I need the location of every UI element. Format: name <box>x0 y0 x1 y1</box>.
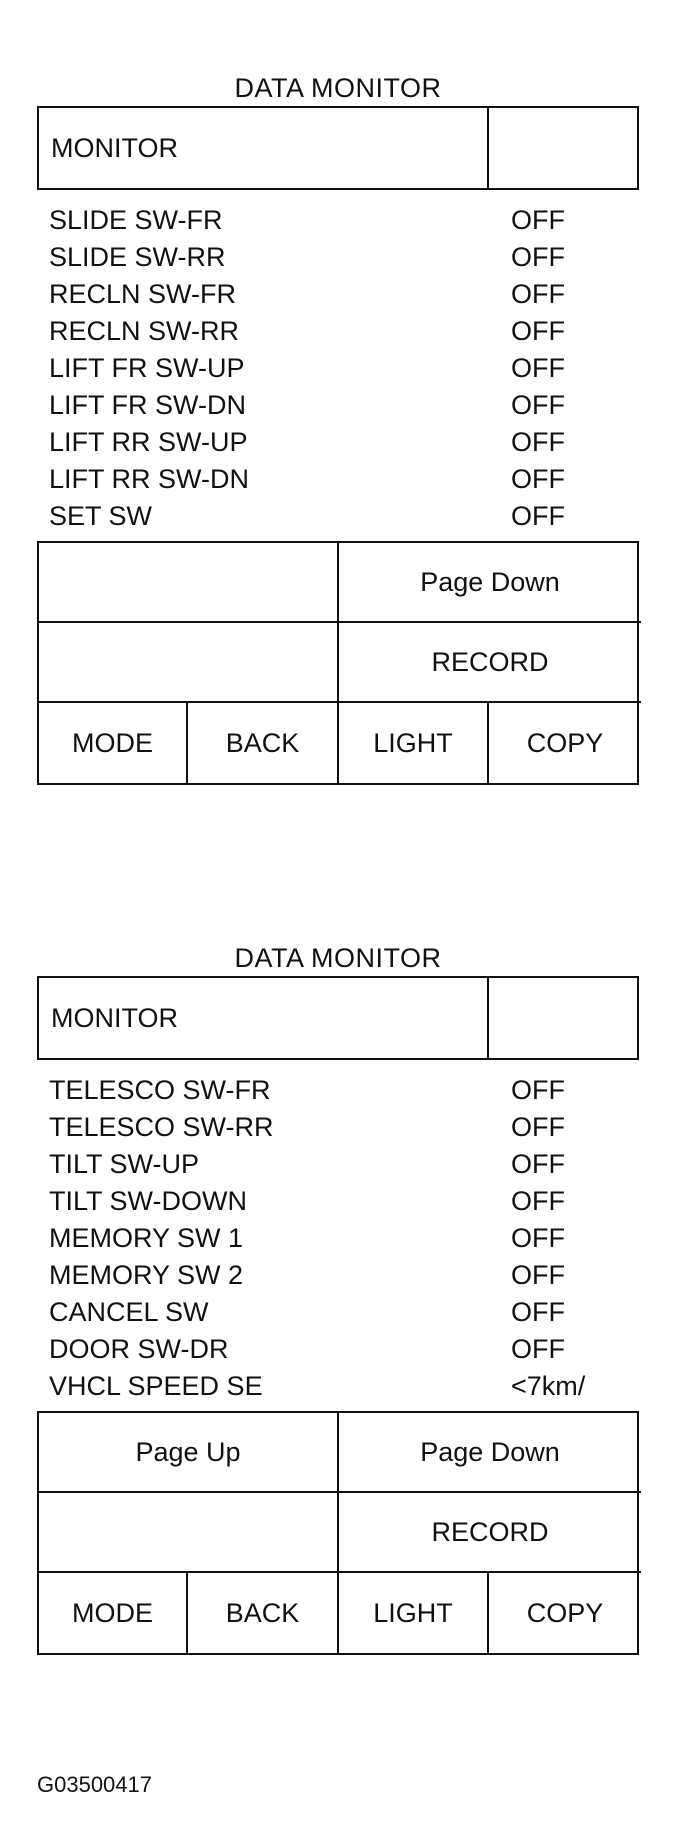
monitor-item-value: OFF <box>511 1223 565 1253</box>
empty-button-slot <box>39 1493 339 1573</box>
monitor-item-value: OFF <box>511 1186 565 1216</box>
light-button[interactable]: LIGHT <box>339 703 489 783</box>
empty-button-slot <box>39 623 339 703</box>
monitor-header-empty-cell <box>489 978 637 1058</box>
monitor-item-value: OFF <box>511 1334 565 1364</box>
monitor-item-name: SLIDE SW-RR <box>49 242 226 272</box>
monitor-item-row: RECLN SW-RR OFF <box>37 313 639 350</box>
page-down-button[interactable]: Page Down <box>339 543 641 623</box>
record-button[interactable]: RECORD <box>339 623 641 703</box>
monitor-item-value: OFF <box>511 353 565 383</box>
monitor-item-row: MEMORY SW 1 OFF <box>37 1220 639 1257</box>
button-panel: Page Up Page Down RECORD MODE BACK LIGHT… <box>37 1411 641 1655</box>
monitor-item-value: <7km/ <box>511 1371 586 1401</box>
monitor-item-row: SET SW OFF <box>37 498 639 535</box>
monitor-item-value: OFF <box>511 390 565 420</box>
screen-title: DATA MONITOR <box>234 73 442 103</box>
monitor-item-name: LIFT FR SW-DN <box>49 390 247 420</box>
monitor-header: MONITOR <box>37 106 639 190</box>
monitor-item-row: LIFT FR SW-DN OFF <box>37 387 639 424</box>
copy-button[interactable]: COPY <box>526 727 604 758</box>
monitor-item-row: TELESCO SW-RR OFF <box>37 1109 639 1146</box>
monitor-item-name: SET SW <box>49 501 153 531</box>
monitor-item-row: SLIDE SW-RR OFF <box>37 239 639 276</box>
button-panel: Page Down RECORD MODE BACK LIGHT COPY <box>37 541 641 785</box>
monitor-item-name: RECLN SW-RR <box>49 316 240 346</box>
monitor-item-value: OFF <box>511 242 565 272</box>
monitor-item-row: LIFT RR SW-UP OFF <box>37 424 639 461</box>
record-button[interactable]: RECORD <box>339 1493 641 1573</box>
back-button[interactable]: BACK <box>188 1573 339 1653</box>
monitor-item-name: CANCEL SW <box>49 1297 209 1327</box>
monitor-item-value: OFF <box>511 1260 565 1290</box>
monitor-item-value: OFF <box>511 1297 565 1327</box>
monitor-item-name: DOOR SW-DR <box>49 1334 229 1364</box>
monitor-header-label: MONITOR <box>39 108 489 188</box>
monitor-item-name: TILT SW-UP <box>49 1149 200 1179</box>
monitor-item-row: MEMORY SW 2 OFF <box>37 1257 639 1294</box>
monitor-item-value: OFF <box>511 1112 565 1142</box>
monitor-item-name: LIFT FR SW-UP <box>49 353 245 383</box>
monitor-item-row: CANCEL SW OFF <box>37 1294 639 1331</box>
monitor-item-row: TILT SW-UP OFF <box>37 1146 639 1183</box>
monitor-item-row: TELESCO SW-FR OFF <box>37 1072 639 1109</box>
monitor-item-value: OFF <box>511 279 565 309</box>
monitor-item-row: VHCL SPEED SE <7km/ <box>37 1368 639 1405</box>
monitor-header: MONITOR <box>37 976 639 1060</box>
page-down-button[interactable]: Page Down <box>339 1413 641 1493</box>
mode-button[interactable]: MODE <box>39 1573 188 1653</box>
page-up-button <box>39 543 339 623</box>
data-monitor-screen-2: DATA MONITOR MONITOR TELESCO SW-FR OFF T… <box>37 940 641 1655</box>
monitor-item-value: OFF <box>511 316 565 346</box>
light-button[interactable]: LIGHT <box>339 1573 489 1653</box>
monitor-item-row: LIFT FR SW-UP OFF <box>37 350 639 387</box>
monitor-item-list: TELESCO SW-FR OFF TELESCO SW-RR OFF TILT… <box>37 1060 639 1411</box>
data-monitor-screen-1: DATA MONITOR MONITOR SLIDE SW-FR OFF SLI… <box>37 70 641 785</box>
monitor-item-name: MEMORY SW 1 <box>49 1223 244 1253</box>
monitor-item-value: OFF <box>511 205 565 235</box>
monitor-item-name: TELESCO SW-RR <box>49 1112 274 1142</box>
monitor-item-value: OFF <box>511 1075 565 1105</box>
monitor-header-label: MONITOR <box>39 978 489 1058</box>
monitor-item-name: MEMORY SW 2 <box>49 1260 244 1290</box>
monitor-item-row: SLIDE SW-FR OFF <box>37 202 639 239</box>
figure-code: G03500417 <box>37 1772 152 1797</box>
monitor-item-row: RECLN SW-FR OFF <box>37 276 639 313</box>
screen-title: DATA MONITOR <box>234 943 442 973</box>
monitor-item-value: OFF <box>511 464 565 494</box>
monitor-item-name: LIFT RR SW-UP <box>49 427 248 457</box>
monitor-item-name: LIFT RR SW-DN <box>49 464 250 494</box>
page-up-button[interactable]: Page Up <box>39 1413 339 1493</box>
mode-button[interactable]: MODE <box>39 703 188 783</box>
monitor-item-list: SLIDE SW-FR OFF SLIDE SW-RR OFF RECLN SW… <box>37 190 639 541</box>
monitor-item-value: OFF <box>511 427 565 457</box>
monitor-item-name: TILT SW-DOWN <box>49 1186 247 1216</box>
monitor-item-row: TILT SW-DOWN OFF <box>37 1183 639 1220</box>
monitor-item-value: OFF <box>511 1149 565 1179</box>
monitor-header-empty-cell <box>489 108 637 188</box>
monitor-item-name: SLIDE SW-FR <box>49 205 223 235</box>
monitor-item-value: OFF <box>511 501 565 531</box>
monitor-item-row: DOOR SW-DR OFF <box>37 1331 639 1368</box>
monitor-item-name: VHCL SPEED SE <box>49 1371 263 1401</box>
copy-button[interactable]: COPY <box>526 1597 604 1628</box>
monitor-item-row: LIFT RR SW-DN OFF <box>37 461 639 498</box>
monitor-item-name: TELESCO SW-FR <box>49 1075 271 1105</box>
monitor-item-name: RECLN SW-FR <box>49 279 237 309</box>
back-button[interactable]: BACK <box>188 703 339 783</box>
